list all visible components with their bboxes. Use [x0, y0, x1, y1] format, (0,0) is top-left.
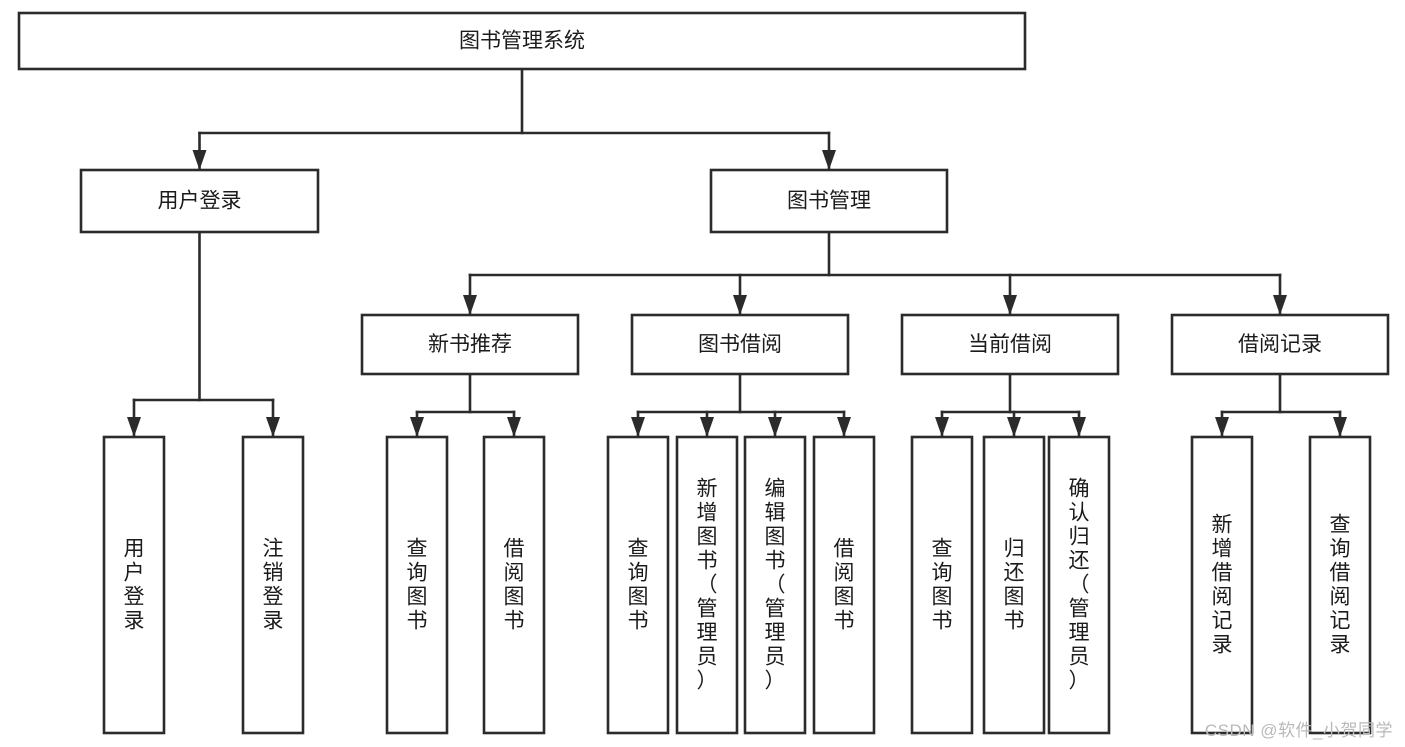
connectors-layer: [127, 67, 1347, 438]
level3-当前借阅-to-leaves-arrow-1: [1007, 417, 1021, 437]
level3-图书借阅-to-leaves-arrow-0: [631, 417, 645, 437]
node-leaf-2-查询图书[interactable]: 查询图书: [385, 435, 449, 735]
node-l3-图书借阅-label: 图书借阅: [698, 333, 782, 356]
node-leaf-7-借阅图书-box[interactable]: [812, 435, 876, 735]
node-leaf-7-借阅图书[interactable]: 借阅图书: [812, 435, 876, 735]
node-leaf-6-编辑图书管理员[interactable]: 编辑图书（管理员）: [743, 435, 807, 735]
node-root-图书管理系统-label: 图书管理系统: [459, 30, 585, 53]
nodes-layer: 图书管理系统用户登录图书管理新书推荐图书借阅当前借阅借阅记录用户登录注销登录查询…: [17, 11, 1390, 735]
node-leaf-10-确认归还管理员-label: 确认归还（管理员）: [1069, 478, 1090, 693]
node-leaf-4-查询图书-label: 查询图书: [628, 538, 649, 633]
node-l2-用户登录[interactable]: 用户登录: [79, 168, 320, 234]
level3-当前借阅-to-leaves-arrow-0: [935, 417, 949, 437]
root-to-level2-arrow-0: [192, 150, 207, 170]
node-l2-用户登录-box[interactable]: [79, 168, 320, 234]
node-leaf-6-编辑图书管理员-label: 编辑图书（管理员）: [765, 478, 786, 693]
node-leaf-0-用户登录[interactable]: 用户登录: [102, 435, 166, 735]
book-mgmt-to-level3-arrow-2: [1003, 295, 1017, 315]
node-l3-新书推荐[interactable]: 新书推荐: [360, 313, 580, 376]
level3-借阅记录-to-leaves-arrow-1: [1333, 417, 1347, 437]
node-leaf-8-查询图书[interactable]: 查询图书: [910, 435, 974, 735]
node-l2-图书管理-box[interactable]: [709, 168, 949, 234]
book-mgmt-to-level3-arrow-1: [733, 295, 747, 315]
node-leaf-3-借阅图书-box[interactable]: [482, 435, 546, 735]
node-leaf-9-归还图书[interactable]: 归还图书: [982, 435, 1046, 735]
node-leaf-4-查询图书-box[interactable]: [606, 435, 670, 735]
node-leaf-11-新增借阅记录[interactable]: 新增借阅记录: [1190, 435, 1254, 735]
node-leaf-1-注销登录-box[interactable]: [241, 435, 305, 735]
level3-新书推荐-to-leaves-arrow-0: [410, 417, 424, 437]
node-l3-新书推荐-box[interactable]: [360, 313, 580, 376]
node-l3-图书借阅-box[interactable]: [630, 313, 850, 376]
node-root-图书管理系统-box[interactable]: [17, 11, 1027, 71]
node-l3-图书借阅[interactable]: 图书借阅: [630, 313, 850, 376]
node-leaf-12-查询借阅记录-box[interactable]: [1308, 435, 1372, 735]
node-leaf-9-归还图书-label: 归还图书: [1004, 538, 1025, 633]
level3-新书推荐-to-leaves-arrow-1: [507, 417, 521, 437]
node-leaf-11-新增借阅记录-box[interactable]: [1190, 435, 1254, 735]
level3-图书借阅-to-leaves-arrow-3: [837, 417, 851, 437]
node-leaf-5-新增图书管理员-box[interactable]: [675, 435, 739, 735]
node-leaf-8-查询图书-box[interactable]: [910, 435, 974, 735]
node-l2-用户登录-label: 用户登录: [158, 190, 242, 213]
root-to-level2-arrow-1: [822, 150, 836, 170]
node-l3-当前借阅-box[interactable]: [900, 313, 1120, 376]
node-leaf-12-查询借阅记录-label: 查询借阅记录: [1330, 514, 1351, 657]
node-leaf-5-新增图书管理员-label: 新增图书（管理员）: [697, 478, 718, 693]
book-mgmt-to-level3-arrow-3: [1273, 295, 1287, 315]
node-leaf-12-查询借阅记录[interactable]: 查询借阅记录: [1308, 435, 1372, 735]
node-leaf-7-借阅图书-label: 借阅图书: [834, 538, 855, 633]
node-root-图书管理系统[interactable]: 图书管理系统: [17, 11, 1027, 71]
node-leaf-3-借阅图书[interactable]: 借阅图书: [482, 435, 546, 735]
node-l3-借阅记录-box[interactable]: [1170, 313, 1390, 376]
node-l3-新书推荐-label: 新书推荐: [428, 333, 512, 356]
level3-借阅记录-to-leaves-arrow-0: [1215, 417, 1229, 437]
node-leaf-10-确认归还管理员-box[interactable]: [1047, 435, 1111, 735]
node-leaf-1-注销登录-label: 注销登录: [263, 538, 284, 633]
node-leaf-1-注销登录[interactable]: 注销登录: [241, 435, 305, 735]
level3-当前借阅-to-leaves-arrow-2: [1072, 417, 1086, 437]
login-to-leaves-arrow-0: [127, 417, 141, 437]
node-leaf-2-查询图书-box[interactable]: [385, 435, 449, 735]
login-to-leaves-arrow-1: [266, 417, 280, 437]
node-l2-图书管理-label: 图书管理: [787, 190, 871, 213]
node-leaf-10-确认归还管理员[interactable]: 确认归还（管理员）: [1047, 435, 1111, 735]
node-leaf-2-查询图书-label: 查询图书: [407, 538, 428, 633]
level3-图书借阅-to-leaves-arrow-2: [768, 417, 782, 437]
node-leaf-9-归还图书-box[interactable]: [982, 435, 1046, 735]
node-l2-图书管理[interactable]: 图书管理: [709, 168, 949, 234]
node-leaf-5-新增图书管理员[interactable]: 新增图书（管理员）: [675, 435, 739, 735]
node-leaf-6-编辑图书管理员-box[interactable]: [743, 435, 807, 735]
node-leaf-3-借阅图书-label: 借阅图书: [504, 538, 525, 633]
node-leaf-8-查询图书-label: 查询图书: [932, 538, 953, 633]
node-l3-借阅记录-label: 借阅记录: [1238, 333, 1322, 356]
node-l3-当前借阅[interactable]: 当前借阅: [900, 313, 1120, 376]
node-l3-当前借阅-label: 当前借阅: [968, 333, 1052, 356]
level3-图书借阅-to-leaves-arrow-1: [700, 417, 714, 437]
book-mgmt-to-level3-arrow-0: [463, 295, 477, 315]
node-l3-借阅记录[interactable]: 借阅记录: [1170, 313, 1390, 376]
node-leaf-0-用户登录-label: 用户登录: [124, 538, 145, 633]
node-leaf-4-查询图书[interactable]: 查询图书: [606, 435, 670, 735]
node-leaf-11-新增借阅记录-label: 新增借阅记录: [1212, 514, 1233, 657]
node-leaf-0-用户登录-box[interactable]: [102, 435, 166, 735]
